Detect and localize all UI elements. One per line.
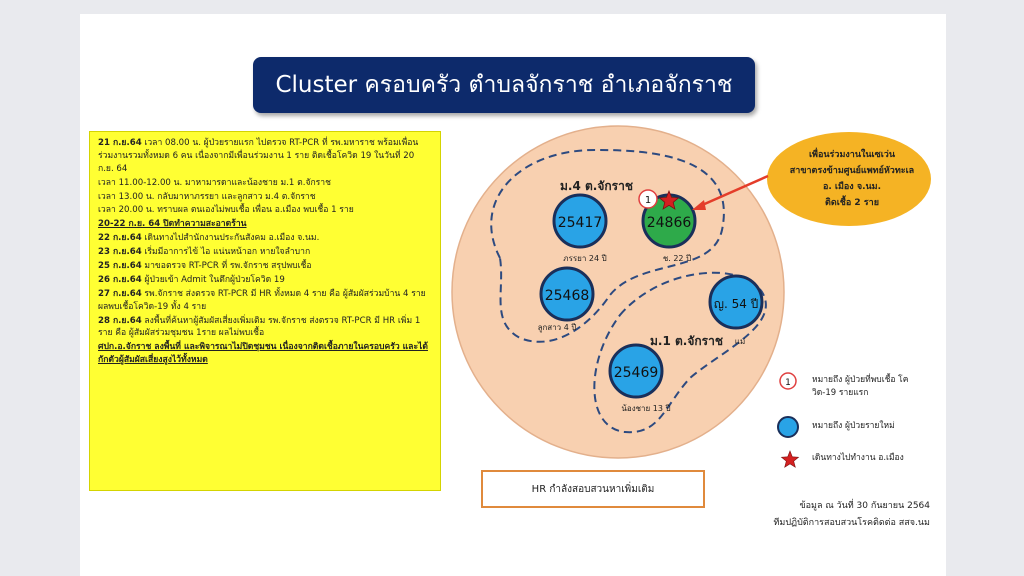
timeline-entry: ศปก.อ.จักราช ลงพื้นที่ และพิจารณาไม่ปิดช… [98, 341, 432, 367]
timeline-date: 25 ก.ย.64 [98, 261, 142, 272]
timeline-entry: 20-22 ก.ย. 64 ปิดทำความสะอาดร้าน [98, 218, 432, 231]
timeline-text: รพ.จักราช ส่งตรวจ RT-PCR มี HR ทั้งหมด 4… [98, 288, 426, 312]
timeline-text: ลงพื้นที่ค้นหาผู้สัมผัสเสี่ยงเพิ่มเติม ร… [98, 315, 421, 339]
slide-title: Cluster ครอบครัว ตำบลจักราช อำเภอจักราช [253, 57, 755, 113]
timeline-panel: 21 ก.ย.64 เวลา 08.00 น. ผู้ป่วยรายแรก ไป… [89, 131, 441, 491]
legend-travel: เดินทางไปทำงาน อ.เมือง [812, 453, 904, 463]
timeline-entry: 23 ก.ย.64 เริ่มมีอาการไข้ ไอ แน่นหน้าอก … [98, 246, 432, 259]
timeline-date: 26 ก.ย.64 [98, 274, 142, 285]
legend-first-case: หมายถึง ผู้ป่วยที่พบเชื้อ โควิด-19 รายแร… [812, 375, 909, 398]
timeline-date: 28 ก.ย.64 [98, 315, 142, 326]
source-team: ทีมปฏิบัติการสอบสวนโรคติดต่อ สสจ.นม [773, 518, 930, 529]
timeline-text: 20-22 ก.ย. 64 ปิดทำความสะอาดร้าน [98, 219, 247, 230]
hr-investigation-note: HR กำลังสอบสวนหาเพิ่มเติม [481, 470, 705, 508]
timeline-text: เดินทางไปสำนักงานประกันสังคม อ.เมือง จ.น… [141, 233, 320, 244]
timeline-date: 21 ก.ย.64 [98, 138, 142, 148]
timeline-entry: 27 ก.ย.64 รพ.จักราช ส่งตรวจ RT-PCR มี HR… [98, 288, 432, 314]
timeline-entry: 25 ก.ย.64 มาขอตรวจ RT-PCR ที่ รพ.จักราช … [98, 260, 432, 273]
timeline-entry: เวลา 11.00-12.00 น. มาหามารดาและน้องชาย … [98, 177, 432, 190]
timeline-entry: 21 ก.ย.64 เวลา 08.00 น. ผู้ป่วยรายแรก ไป… [98, 137, 432, 176]
timeline-text: เวลา 11.00-12.00 น. มาหามารดาและน้องชาย … [98, 177, 331, 188]
legend-new-case: หมายถึง ผู้ป่วยรายใหม่ [812, 421, 895, 431]
timeline-entry: เวลา 20.00 น. ทราบผล ตนเองไม่พบเชื้อ เพื… [98, 204, 432, 217]
data-source: ข้อมูล ณ วันที่ 30 กันยายน 2564 ทีมปฏิบั… [740, 498, 930, 532]
timeline-text: เวลา 13.00 น. กลับมาหาภรรยา และลูกสาว ม.… [98, 191, 316, 202]
timeline-entry: 28 ก.ย.64 ลงพื้นที่ค้นหาผู้สัมผัสเสี่ยงเ… [98, 315, 432, 341]
timeline-entry: เวลา 13.00 น. กลับมาหาภรรยา และลูกสาว ม.… [98, 191, 432, 204]
timeline-text: มาขอตรวจ RT-PCR ที่ รพ.จักราช สรุปพบเชื้… [141, 261, 312, 272]
timeline-entry: 26 ก.ย.64 ผู้ป่วยเข้า Admit ในตึกผู้ป่วย… [98, 274, 432, 287]
timeline-date: 23 ก.ย.64 [98, 247, 142, 258]
source-date: ข้อมูล ณ วันที่ 30 กันยายน 2564 [799, 501, 930, 511]
timeline-text: เริ่มมีอาการไข้ ไอ แน่นหน้าอก หายใจลำบาก [141, 247, 311, 258]
timeline-date: 27 ก.ย.64 [98, 288, 142, 299]
timeline-text: ผู้ป่วยเข้า Admit ในตึกผู้ป่วยโควิด 19 [141, 274, 285, 285]
timeline-text: ศปก.อ.จักราช ลงพื้นที่ และพิจารณาไม่ปิดช… [98, 342, 428, 366]
timeline-date: 22 ก.ย.64 [98, 233, 142, 244]
timeline-entry: 22 ก.ย.64 เดินทางไปสำนักงานประกันสังคม อ… [98, 232, 432, 245]
timeline-text: เวลา 20.00 น. ทราบผล ตนเองไม่พบเชื้อ เพื… [98, 205, 354, 216]
timeline-text: เวลา 08.00 น. ผู้ป่วยรายแรก ไปตรวจ RT-PC… [98, 138, 419, 174]
